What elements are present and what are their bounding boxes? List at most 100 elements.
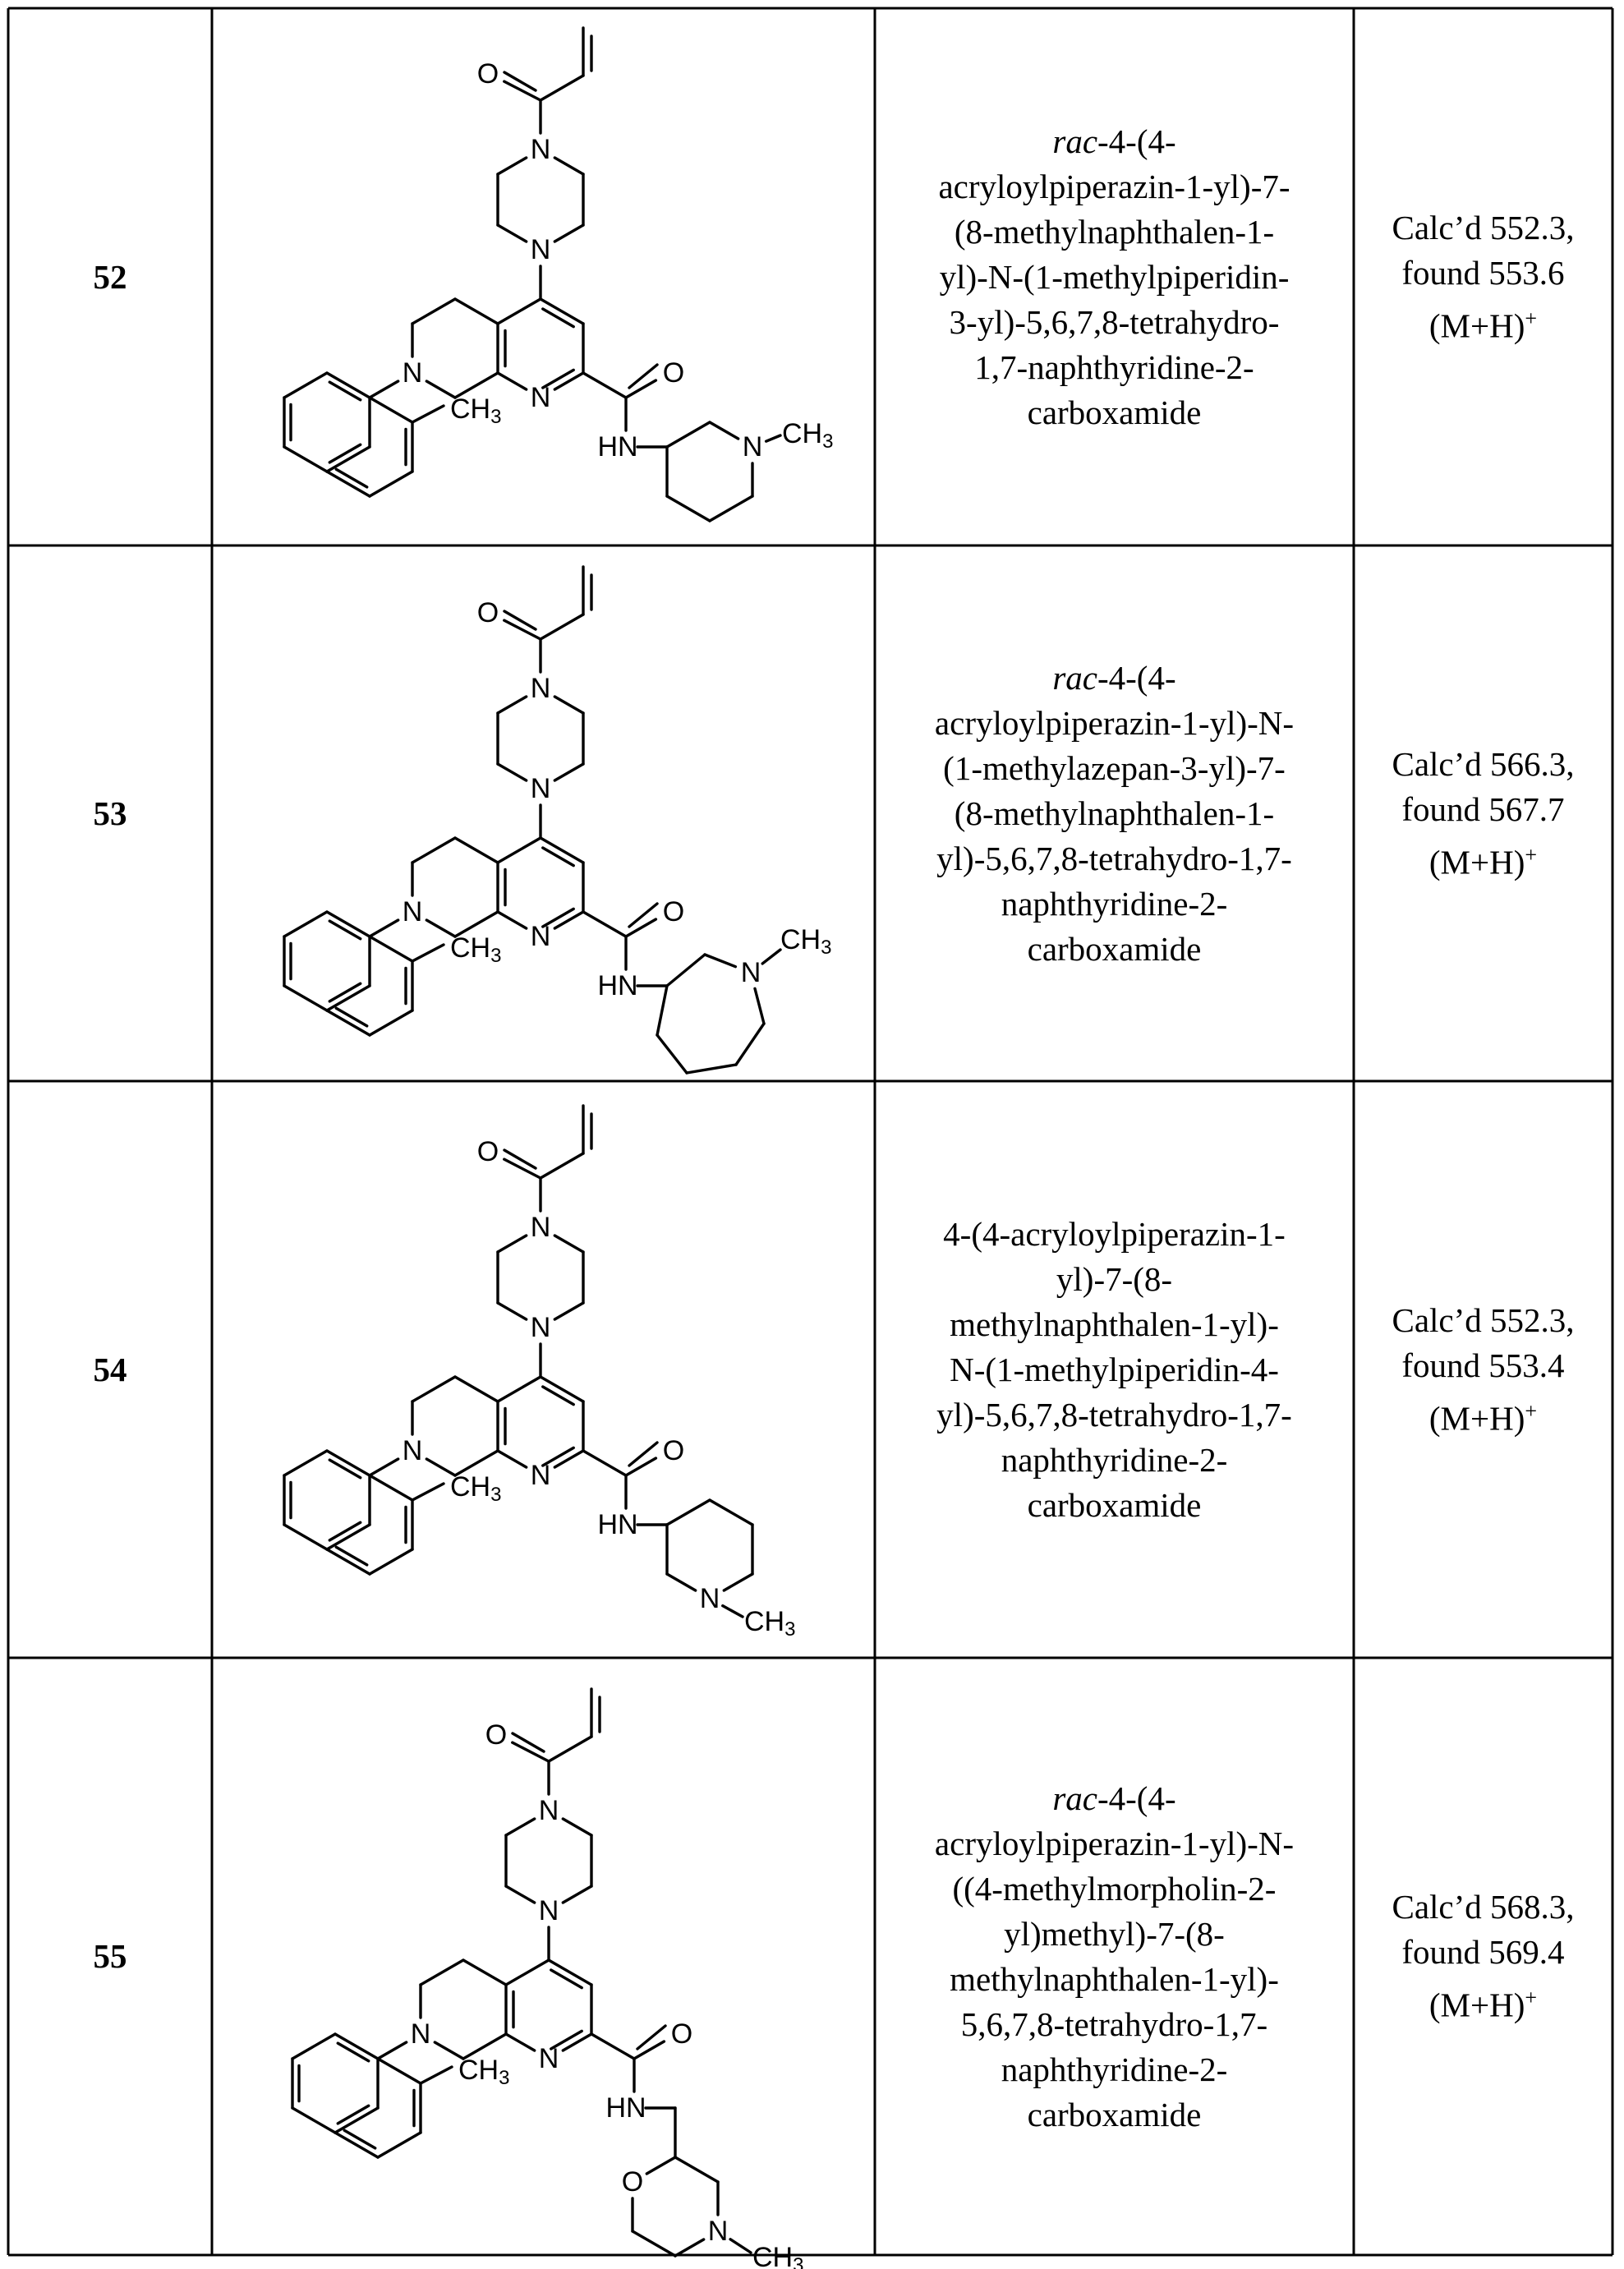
nitrogen-atom: N [531, 1212, 551, 1243]
stereo-prefix: rac [1052, 659, 1097, 697]
amide-carbonyl-double-bond [629, 904, 657, 927]
piperazine-bond [498, 158, 527, 174]
saturated-bond [455, 299, 498, 324]
compound-name-body: -4-(4- acryloylpiperazin-1-yl)-7- (8-met… [938, 122, 1290, 431]
mass-spec: Calc’d 552.3, found 553.6(M+H)+ [1354, 8, 1612, 545]
methyl-ch: CH [744, 1606, 784, 1637]
morpholine-bond [675, 2239, 704, 2256]
saturated-bond [412, 299, 455, 324]
methyl-ch: CH [780, 924, 821, 955]
nitrogen-atom: N [531, 1460, 551, 1491]
oxygen-atom: O [477, 1136, 499, 1167]
methyl-group: CH3 [458, 2055, 509, 2089]
aryl-n-bond [378, 2042, 407, 2059]
oxygen-atom: O [671, 2018, 692, 2050]
nitrogen-atom: N [403, 357, 423, 389]
nitrogen-atom: N [531, 773, 551, 804]
chemical-structure: ONNNNCH3OHNNCH3 [284, 567, 831, 1073]
naphthalene-bond [378, 2059, 421, 2083]
compound-number-text: 53 [94, 791, 127, 836]
saturated-bond [412, 1377, 455, 1401]
nitrogen-atom: N [531, 921, 551, 952]
methyl-ch: CH [450, 1471, 490, 1503]
pyridine-bond [498, 838, 541, 863]
compound-name-text: rac-4-(4- acryloylpiperazin-1-yl)-7- (8-… [938, 119, 1290, 435]
methyl-bond [412, 406, 444, 422]
oxygen-atom: O [663, 896, 684, 927]
amide-nh: HN [597, 1509, 637, 1540]
amide-bond [583, 1451, 626, 1475]
oxygen-atom: O [477, 58, 499, 90]
piperazine-bond [506, 1819, 535, 1835]
piperidine-bond [667, 1574, 696, 1590]
n-methyl-bond [723, 1606, 743, 1617]
compound-name-text: rac-4-(4- acryloylpiperazin-1-yl)-N- ((4… [935, 1776, 1294, 2138]
methyl-group: CH3 [744, 1606, 795, 1641]
methyl-group: CH3 [782, 418, 833, 453]
piperazine-bond [554, 697, 583, 713]
methyl-subscript: 3 [490, 945, 501, 967]
piperidine-bond [667, 422, 710, 447]
ion-label: (M+H) [1429, 843, 1525, 881]
naphthalene-bond [284, 912, 327, 937]
amide-bond [591, 2034, 634, 2059]
morpholine-bond [646, 2157, 675, 2174]
nitrogen-atom: N [539, 2043, 559, 2074]
naphthalene-bond [292, 2034, 335, 2059]
amide-carbonyl-double-bond [629, 365, 657, 388]
pyridine-bond [498, 299, 541, 324]
acyl-bond [541, 1153, 583, 1178]
methyl-subscript: 3 [490, 406, 501, 428]
saturated-bond [455, 1377, 498, 1401]
n-methyl-bond [766, 435, 780, 441]
piperazine-bond [563, 1886, 591, 1903]
azepane-bond [755, 988, 764, 1024]
nitrogen-atom: N [741, 957, 761, 988]
piperazine-bond [498, 697, 527, 713]
compound-number-text: 55 [94, 1934, 127, 1979]
amide-bond [583, 373, 626, 398]
carbonyl-double-bond [513, 1733, 544, 1751]
piperazine-bond [554, 225, 583, 242]
pyridine-bond [554, 1451, 583, 1467]
piperazine-bond [563, 1819, 591, 1835]
compound-number: 52 [8, 8, 212, 545]
methyl-bond [421, 2067, 452, 2083]
saturated-bond [455, 838, 498, 863]
amide-carbonyl-bond [626, 380, 656, 398]
methyl-subscript: 3 [822, 430, 833, 453]
naphthalene-bond [370, 398, 412, 422]
naphthalene-bond [284, 1525, 327, 1549]
methyl-ch: CH [752, 2242, 793, 2269]
compound-name-body: 4-(4-acryloylpiperazin-1- yl)-7-(8- meth… [936, 1215, 1292, 1524]
mass-spec-values: Calc’d 568.3, found 569.4 [1392, 1885, 1574, 1975]
methyl-group: CH3 [752, 2242, 803, 2269]
nitrogen-atom: N [539, 1895, 559, 1926]
pyridine-bond [506, 1960, 549, 1985]
azepane-bond [687, 1065, 736, 1073]
aryl-n-bond [370, 1459, 398, 1475]
pyridine-double-bond [543, 309, 573, 327]
naphthalene-bond [370, 472, 412, 496]
pyridine-double-bond [543, 1387, 573, 1405]
methyl-group: CH3 [450, 1471, 501, 1506]
amide-carbonyl-bond [626, 1458, 656, 1475]
ion-charge: + [1525, 843, 1537, 867]
acyl-bond [541, 614, 583, 639]
methyl-subscript: 3 [784, 1618, 795, 1641]
n-methyl-bond [762, 950, 780, 964]
amide-nh: HN [597, 970, 637, 1001]
methyl-subscript: 3 [490, 1484, 501, 1506]
piperazine-bond [498, 1303, 527, 1319]
naphthalene-bond [370, 1475, 412, 1500]
mass-spec-values: Calc’d 566.3, found 567.7 [1392, 742, 1574, 832]
mass-spec-ion: (M+H)+ [1429, 1975, 1537, 2028]
naphthalene-bond [284, 986, 327, 1010]
piperazine-bond [554, 158, 583, 174]
nitrogen-atom: N [743, 431, 763, 463]
nitrogen-atom: N [531, 382, 551, 413]
naphthalene-bond [370, 1010, 412, 1035]
methyl-group: CH3 [450, 394, 501, 428]
compound-name: rac-4-(4- acryloylpiperazin-1-yl)-N- (1-… [875, 545, 1354, 1081]
pyridine-bond [498, 912, 527, 928]
